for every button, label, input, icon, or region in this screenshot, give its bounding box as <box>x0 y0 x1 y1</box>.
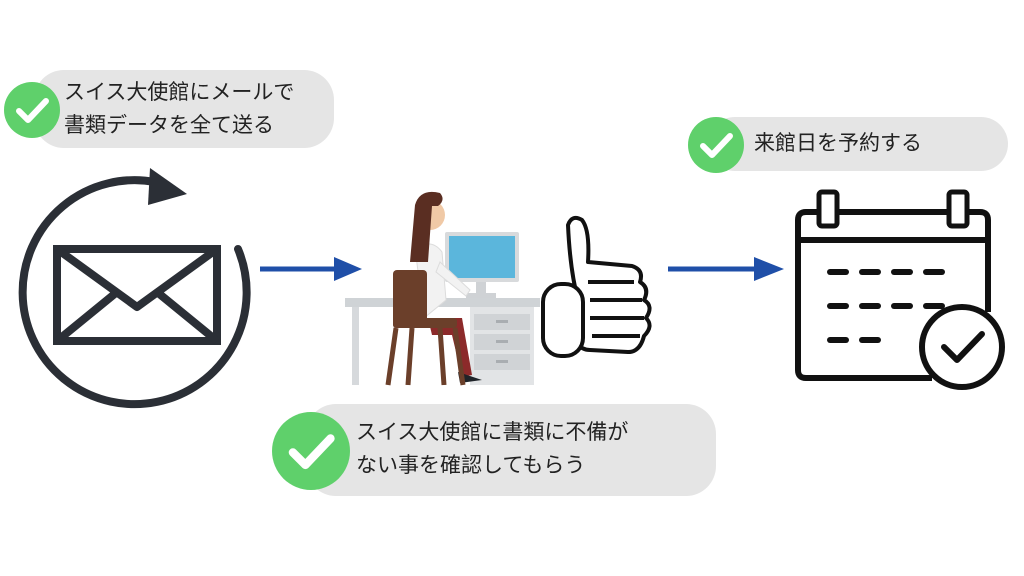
step-3-text: 来館日を予約する <box>754 131 922 155</box>
arrow-right-icon-1 <box>260 257 362 281</box>
arrow-right-icon-2 <box>668 257 784 281</box>
step-1-check-icon <box>4 82 60 138</box>
step-2-bubble: スイス大使館に書類に不備が ない事を確認してもらう <box>306 404 716 496</box>
step-1-bubble: スイス大使館にメールで 書類データを全て送る <box>34 70 334 148</box>
step-1-text: スイス大使館にメールで 書類データを全て送る <box>64 80 295 137</box>
office-worker-illustration <box>345 191 540 386</box>
thumbs-up-icon <box>541 215 652 358</box>
email-resend-icon <box>18 168 251 409</box>
step-3-check-icon <box>688 117 744 173</box>
step-3-bubble: 来館日を予約する <box>708 117 1008 171</box>
step-2-check-icon <box>272 412 350 490</box>
calendar-check-icon <box>795 189 1005 390</box>
step-2-text: スイス大使館に書類に不備が ない事を確認してもらう <box>356 420 629 477</box>
